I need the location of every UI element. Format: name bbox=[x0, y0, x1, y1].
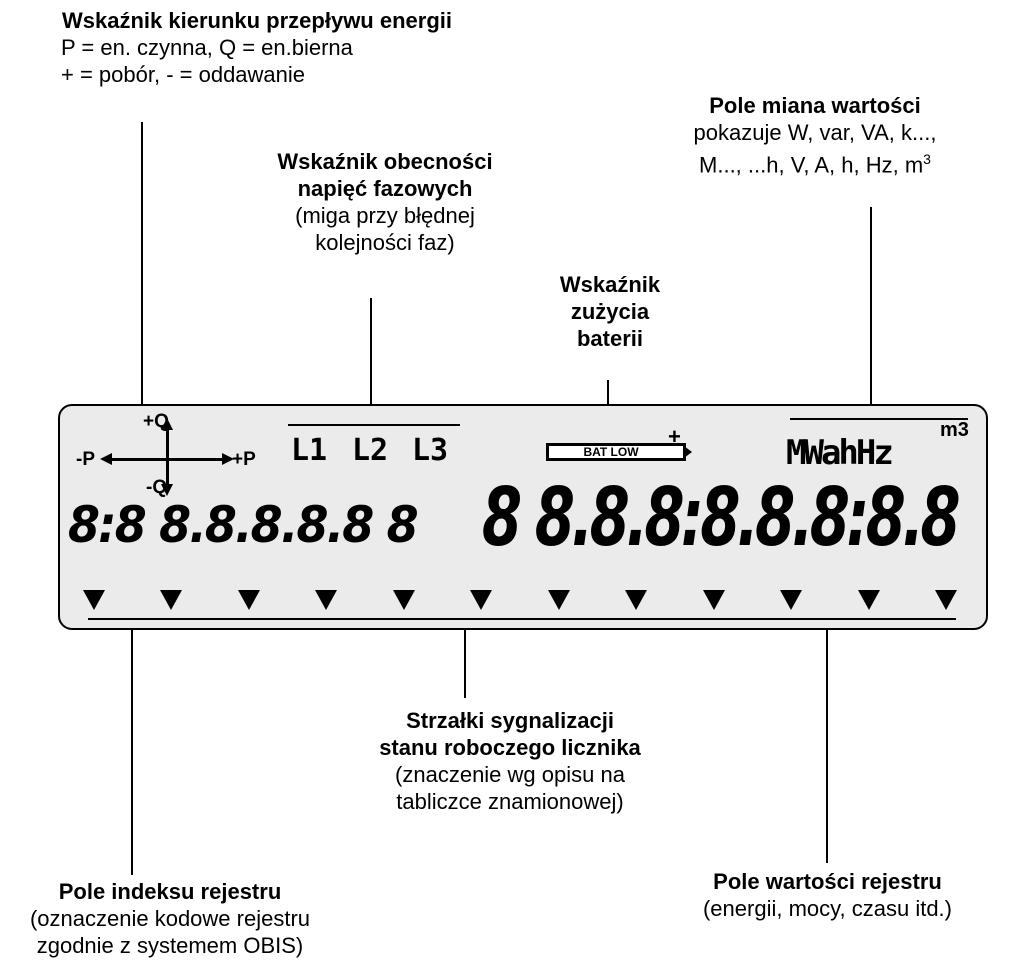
direction-indicator-line1: P = en. czynna, Q = en.bierna bbox=[61, 35, 353, 60]
battery-indicator-title3: baterii bbox=[576, 326, 644, 351]
status-arrows-title1: Strzałki sygnalizacji bbox=[406, 708, 614, 733]
unit-field-label: Pole miana wartości pokazuje W, var, VA,… bbox=[620, 92, 1010, 178]
phase-l3: L3 bbox=[412, 433, 449, 468]
quadrant-minus-p: -P bbox=[76, 449, 95, 470]
register-index-line2: zgodnie z systemem OBIS) bbox=[36, 933, 304, 958]
register-value-title: Pole wartości rejestru bbox=[713, 869, 942, 894]
status-arrow-icon bbox=[547, 590, 570, 610]
phase-l1: L1 bbox=[291, 433, 328, 468]
status-arrow-icon bbox=[780, 590, 803, 610]
register-index-line1: (oznaczenie kodowe rejestru bbox=[29, 906, 311, 931]
leader-line-arrows bbox=[464, 618, 466, 698]
status-arrows-line1: (znaczenie wg opisu na bbox=[395, 762, 625, 787]
lcd-panel bbox=[58, 404, 988, 630]
status-arrow-icon bbox=[935, 590, 957, 610]
phase-indicator-title2: napięć fazowych bbox=[297, 176, 473, 201]
quadrant-minus-q: -Q bbox=[146, 477, 168, 498]
quadrant-plus-p: +P bbox=[232, 449, 256, 470]
phase-underline bbox=[288, 424, 460, 426]
register-index-digits: 8:8 8.8.8.8.8 8 bbox=[68, 496, 419, 554]
unit-field-line1: pokazuje W, var, VA, k..., bbox=[693, 120, 937, 145]
status-arrow-icon bbox=[160, 590, 183, 610]
status-arrow-icon bbox=[702, 590, 725, 610]
status-arrow-icon bbox=[315, 590, 338, 610]
phase-indicator-label: Wskaźnik obecności napięć fazowych (miga… bbox=[230, 148, 540, 256]
unit-underline bbox=[790, 418, 968, 420]
status-arrows-line2: tabliczce znamionowej) bbox=[396, 789, 624, 814]
direction-indicator-title: Wskaźnik kierunku przepływu energii bbox=[62, 8, 452, 33]
arrow-down-icon bbox=[161, 484, 173, 496]
unit-field-line2-text: M..., ...h, V, A, h, Hz, m bbox=[699, 152, 924, 178]
arrow-left-icon bbox=[100, 453, 112, 465]
battery-plus: + bbox=[668, 424, 681, 449]
leader-line-phases bbox=[370, 298, 372, 423]
register-value-label: Pole wartości rejestru (energii, mocy, c… bbox=[640, 868, 1015, 922]
register-value-digits: 8 8.8.8:8.8.8:8.8 bbox=[482, 471, 961, 564]
unit-field-line2: M..., ...h, V, A, h, Hz, m3 bbox=[620, 146, 1010, 178]
leader-line-direction bbox=[141, 122, 143, 404]
arrow-up-icon bbox=[161, 418, 173, 430]
battery-tip-icon bbox=[684, 446, 692, 458]
leader-line-units bbox=[870, 207, 872, 419]
register-value-line1: (energii, mocy, czasu itd.) bbox=[702, 896, 952, 921]
unit-segments: MWahHz bbox=[786, 433, 894, 473]
direction-indicator-label: Wskaźnik kierunku przepływu energii P = … bbox=[61, 7, 622, 88]
quadrant-vertical-line bbox=[166, 424, 169, 492]
phase-indicator-title1: Wskaźnik obecności bbox=[277, 149, 493, 174]
direction-indicator-line2: + = pobór, - = oddawanie bbox=[61, 62, 306, 87]
quadrant-plus-q: +Q bbox=[143, 411, 169, 432]
battery-low-text: BAT LOW bbox=[583, 445, 639, 459]
phase-indicator-line2: kolejności faz) bbox=[315, 230, 455, 255]
phase-l2: L2 bbox=[352, 433, 389, 468]
register-index-label: Pole indeksu rejestru (oznaczenie kodowe… bbox=[0, 878, 340, 959]
arrow-row-underline bbox=[88, 618, 956, 620]
leader-line-value bbox=[826, 545, 828, 863]
status-arrows-title2: stanu roboczego licznika bbox=[379, 735, 641, 760]
status-arrow-icon bbox=[857, 590, 880, 610]
arrow-right-icon bbox=[222, 453, 234, 465]
battery-indicator-title2: zużycia bbox=[570, 299, 650, 324]
status-arrows-label: Strzałki sygnalizacji stanu roboczego li… bbox=[300, 707, 720, 815]
unit-field-title: Pole miana wartości bbox=[709, 93, 921, 118]
status-arrow-icon bbox=[625, 590, 648, 610]
status-arrow-icon bbox=[470, 590, 493, 610]
phase-indicator-line1: (miga przy błędnej bbox=[295, 203, 475, 228]
status-arrow-icon bbox=[237, 590, 260, 610]
status-arrow-icon bbox=[83, 590, 105, 610]
unit-field-line2-sup: 3 bbox=[923, 151, 931, 167]
unit-m3: m3 bbox=[940, 419, 969, 441]
register-index-title: Pole indeksu rejestru bbox=[58, 879, 282, 904]
battery-indicator-title1: Wskaźnik bbox=[559, 272, 661, 297]
leader-line-index bbox=[131, 545, 133, 875]
quadrant-horizontal-line bbox=[104, 458, 226, 461]
battery-low-icon: BAT LOW bbox=[546, 443, 686, 461]
status-arrow-icon bbox=[392, 590, 415, 610]
battery-indicator-label: Wskaźnik zużycia baterii bbox=[520, 271, 700, 352]
